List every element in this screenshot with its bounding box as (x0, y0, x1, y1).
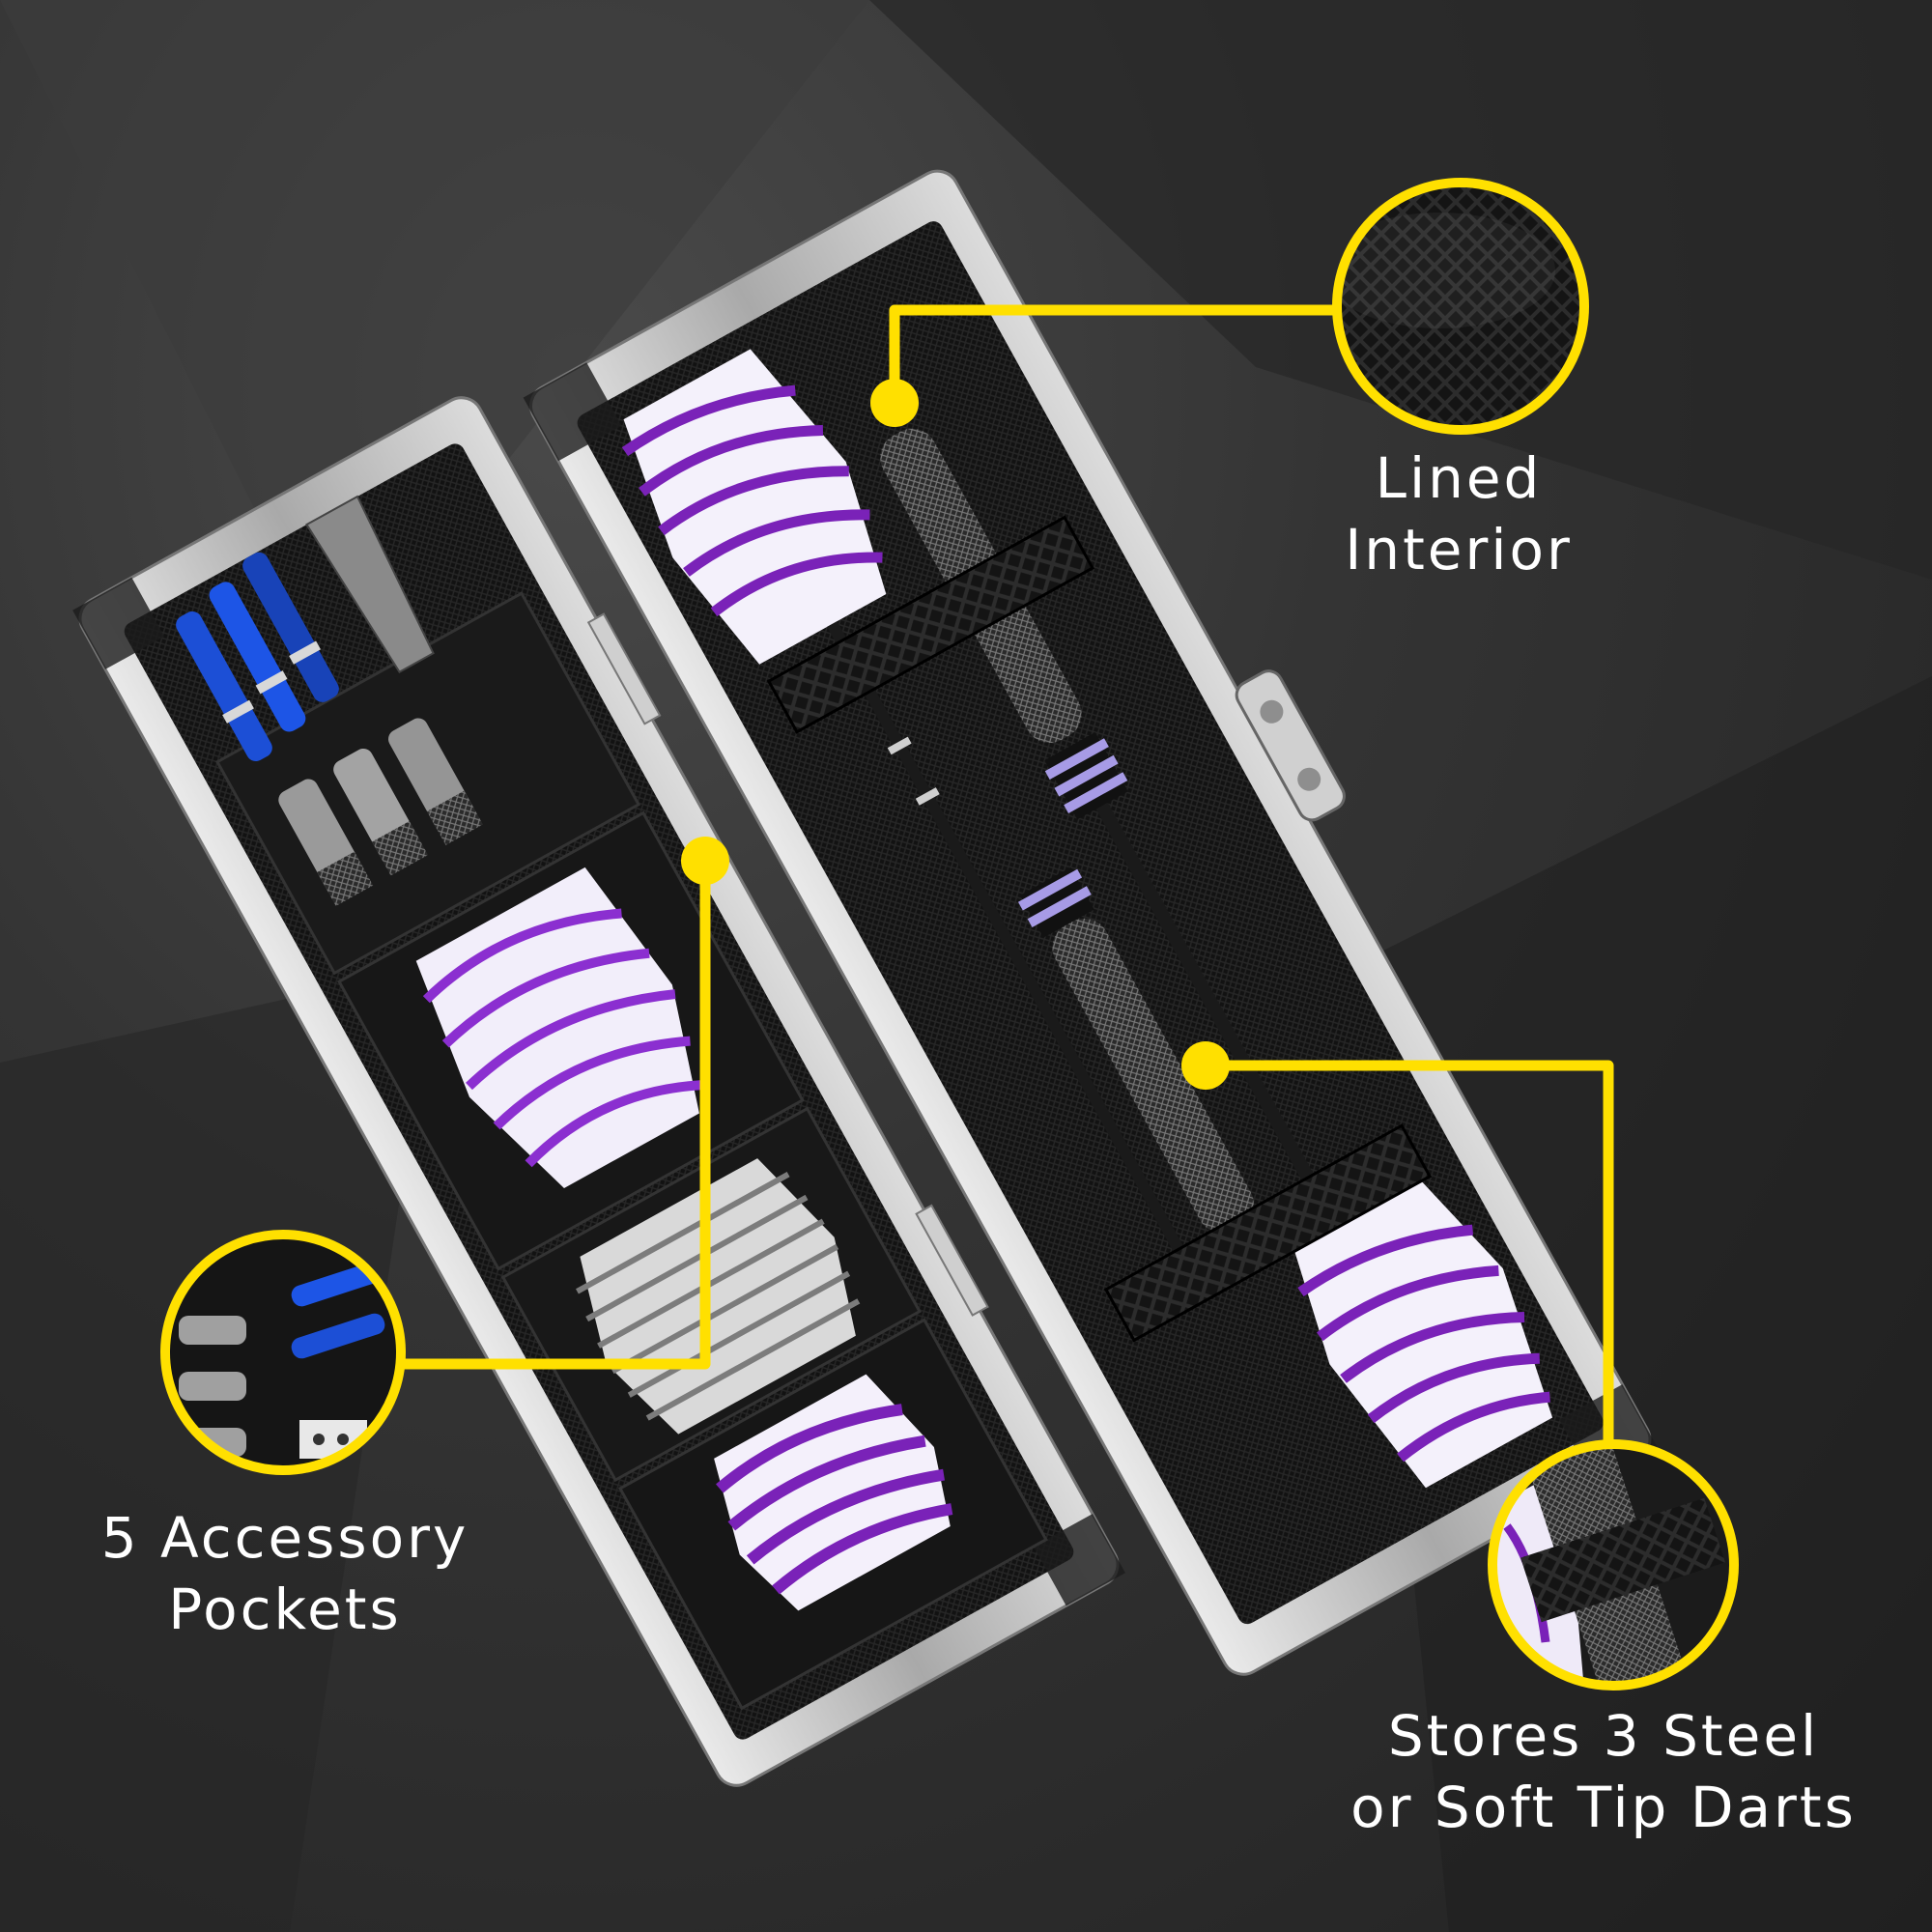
flight-oryx-bottom (1294, 1180, 1553, 1489)
callout-line-darts (1206, 1060, 1614, 1447)
callout-line-lined (889, 304, 1340, 403)
fabric-texture-icon (1332, 178, 1589, 435)
accessories-icon (160, 1230, 406, 1475)
latch (1235, 669, 1346, 822)
darts-line1: Stores 3 Steel (1387, 1703, 1820, 1769)
pockets-line1: 5 Accessory (100, 1505, 469, 1571)
callout-dot-lined (870, 379, 919, 427)
flight-oryx-top (621, 349, 887, 665)
darts (827, 428, 1343, 1303)
blue-shafts (176, 552, 339, 762)
callout-label-lined-interior: Lined Interior (1265, 442, 1652, 585)
flight-purple-small (714, 1374, 953, 1611)
dart-strap-icon (1488, 1439, 1739, 1690)
lined-line2: Interior (1345, 517, 1573, 582)
callout-dot-darts (1181, 1041, 1230, 1090)
case-left-half (72, 396, 1125, 1787)
flight-unicorn (415, 867, 701, 1189)
callout-line-pockets (401, 861, 711, 1370)
pockets-line2: Pockets (168, 1577, 402, 1642)
lined-line1: Lined (1375, 445, 1543, 511)
tip-points (278, 718, 483, 906)
callout-label-accessory-pockets: 5 Accessory Pockets (58, 1502, 512, 1645)
case-right-half (523, 169, 1658, 1676)
callout-label-stores-darts: Stores 3 Steel or Soft Tip Darts (1333, 1700, 1874, 1843)
callout-dot-pockets (681, 837, 729, 885)
callout-lines (401, 304, 1614, 1447)
darts-line2: or Soft Tip Darts (1350, 1775, 1857, 1840)
